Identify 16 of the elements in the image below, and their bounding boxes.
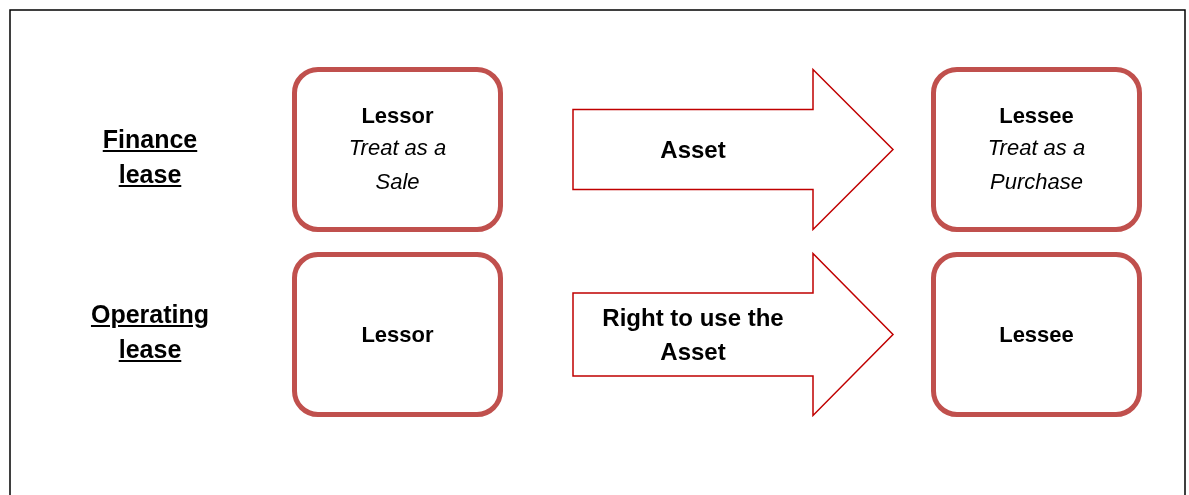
row-heading: Operating lease: [89, 299, 211, 365]
rounded-box: [292, 67, 503, 232]
block-arrow: [572, 251, 895, 418]
node-title: Lessee: [999, 320, 1074, 349]
row-heading: Finance lease: [101, 124, 199, 190]
edge-label: Right to use the Asset: [601, 302, 785, 367]
node-title: Lessor: [361, 101, 434, 130]
rounded-box: [931, 252, 1142, 417]
rounded-box: [931, 67, 1142, 232]
rounded-box: [292, 252, 503, 417]
node-note: Treat as a Sale: [347, 133, 448, 196]
node-title: Lessee: [999, 101, 1074, 130]
node-title: Lessor: [361, 320, 434, 349]
edge-label: Asset: [659, 134, 727, 165]
node-note: Treat as a Purchase: [986, 133, 1087, 196]
block-arrow: [572, 67, 895, 232]
